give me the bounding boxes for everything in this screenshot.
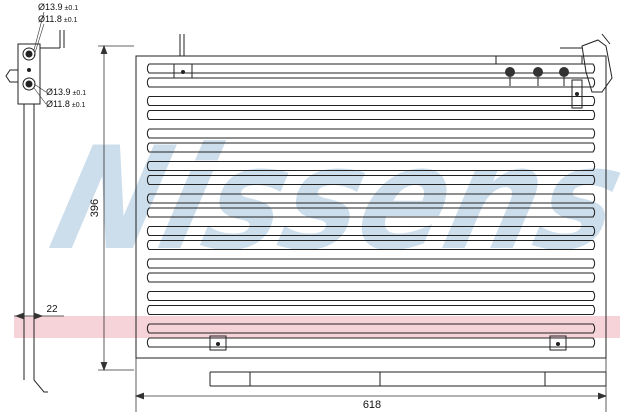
width-label: 618 (363, 399, 381, 411)
inlet-inner-tol: ±0.1 (64, 17, 78, 24)
svg-text:Ø13.9±0.1: Ø13.9±0.1 (38, 2, 78, 12)
tube-pass (146, 161, 596, 171)
outlet-inner-dia: Ø11.8 (46, 99, 70, 109)
tube-pass (146, 240, 596, 250)
inlet-callout (33, 11, 45, 57)
serpentine-tubes (146, 63, 596, 348)
tube-pass (146, 96, 596, 106)
tube-pass (146, 305, 596, 315)
outlet-outer-tol: ±0.1 (73, 90, 87, 97)
width-dimension (134, 358, 608, 412)
tube-pass (146, 193, 596, 204)
outlet-fitting-icon (22, 77, 36, 91)
valve-icon-3 (559, 67, 569, 86)
svg-text:Ø13.9±0.1: Ø13.9±0.1 (46, 87, 86, 97)
highlight-band (14, 316, 620, 338)
center-bolt-icon (27, 68, 31, 72)
tube-pass (146, 272, 596, 283)
inlet-outer-dia: Ø13.9 (38, 2, 63, 12)
tube-pass (146, 110, 596, 120)
valve-icon-2 (533, 67, 543, 86)
tube-pass (146, 337, 596, 348)
tube-pass (146, 128, 596, 139)
height-dimension (98, 44, 134, 372)
tube-pass (146, 142, 596, 153)
valve-icon-1 (505, 67, 515, 86)
svg-text:Ø11.8±0.1: Ø11.8±0.1 (46, 99, 86, 109)
outlet-outer-dia: Ø13.9 (46, 87, 71, 97)
tube-pass (146, 291, 596, 301)
inlet-outer-tol: ±0.1 (65, 5, 79, 12)
left-pipe-assembly (5, 30, 65, 393)
inlet-fitting-icon (22, 47, 36, 61)
tube-pass (146, 226, 596, 236)
tube-pass (146, 207, 596, 218)
nissens-watermark: Nissens (38, 117, 622, 282)
inlet-inner-dia: Ø11.8 (38, 14, 62, 24)
tube-pass (146, 323, 596, 334)
bottom-brackets (209, 335, 607, 387)
outlet-inner-tol: ±0.1 (72, 102, 86, 109)
outlet-callout (33, 83, 47, 105)
tube-pass (146, 258, 596, 269)
height-label: 396 (89, 199, 101, 217)
tube-pass (146, 63, 596, 74)
svg-text:Ø11.8±0.1: Ø11.8±0.1 (38, 14, 78, 24)
offset-dimension (14, 312, 64, 320)
offset-label: 22 (46, 304, 58, 315)
tube-pass (146, 175, 596, 185)
tube-pass (146, 77, 596, 88)
top-rail-fittings (173, 33, 613, 109)
